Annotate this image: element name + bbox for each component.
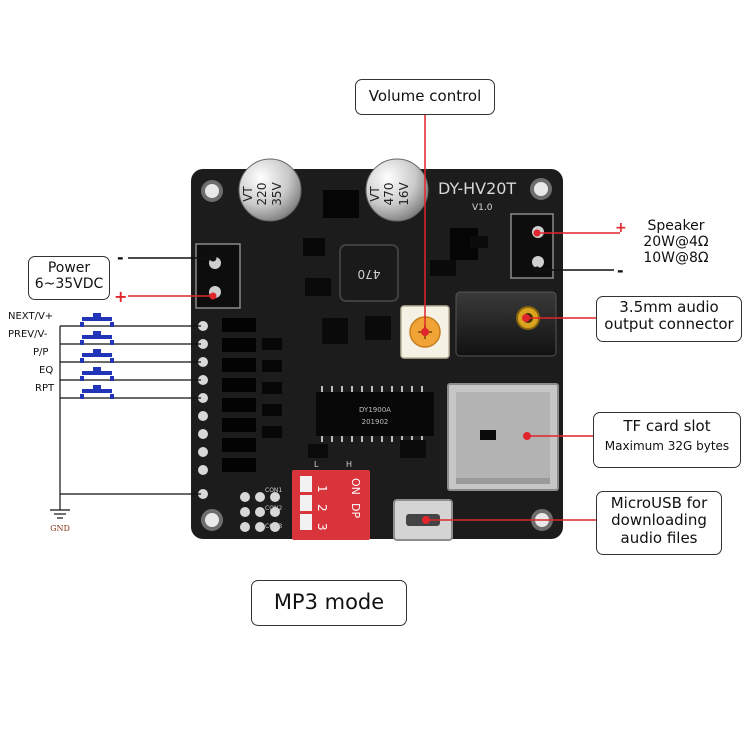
cap-left-voltage: 35V bbox=[270, 181, 284, 205]
dip-number-3: 3 bbox=[315, 523, 329, 531]
button-label-pp: P/P bbox=[33, 347, 49, 358]
con2-label: CON2 bbox=[265, 505, 282, 512]
cap-right-voltage: 16V bbox=[397, 181, 411, 205]
cap-right-value: 470 bbox=[382, 183, 396, 206]
speaker-rating-1: 20W@4Ω bbox=[643, 234, 709, 251]
main-chip bbox=[316, 386, 434, 442]
button-label-next: NEXT/V+ bbox=[8, 311, 54, 322]
cap-right-mark: VT bbox=[368, 186, 382, 202]
usb-line-3: audio files bbox=[620, 528, 698, 547]
power-callout: Power 6~35VDC bbox=[28, 256, 110, 300]
button-rpt-symbol bbox=[80, 385, 114, 399]
tf-capacity: Maximum 32G bytes bbox=[604, 439, 730, 454]
button-pp-symbol bbox=[80, 349, 114, 363]
speaker-plus-dot bbox=[533, 229, 541, 237]
dip-dp-label: DP bbox=[349, 503, 362, 518]
board-version: V1.0 bbox=[472, 203, 493, 213]
button-eq-symbol bbox=[80, 367, 114, 381]
usb-line-2: downloading bbox=[611, 511, 707, 530]
speaker-rating-2: 10W@8Ω bbox=[643, 250, 709, 267]
tf-title: TF card slot bbox=[623, 417, 711, 435]
power-plus-dot bbox=[209, 292, 217, 300]
button-label-rpt: RPT bbox=[35, 383, 55, 394]
tf-callout: TF card slot Maximum 32G bytes bbox=[593, 412, 741, 468]
usb-leader-dot bbox=[422, 516, 430, 524]
con3-label: CON3 bbox=[265, 523, 282, 530]
con1-label: CON1 bbox=[265, 487, 282, 494]
button-next-symbol bbox=[80, 313, 114, 327]
chip-label-b: 201902 bbox=[362, 418, 389, 426]
header-pins bbox=[198, 321, 208, 499]
capacitor-left bbox=[238, 158, 302, 222]
dip-number-1: 1 bbox=[315, 485, 329, 493]
volume-leader-dot bbox=[421, 328, 429, 336]
cap-left-value: 220 bbox=[255, 183, 269, 206]
inductor bbox=[339, 244, 399, 302]
mode-label: MP3 mode bbox=[273, 590, 385, 614]
audio-jack bbox=[455, 291, 557, 357]
speaker-title: Speaker bbox=[647, 218, 705, 234]
usb-line-1: MicroUSB for bbox=[610, 494, 708, 512]
power-terminal bbox=[195, 243, 241, 309]
button-prev-symbol bbox=[80, 331, 114, 345]
misc-components bbox=[308, 236, 496, 458]
cap-left-mark: VT bbox=[241, 186, 255, 202]
smd-1 bbox=[305, 278, 331, 296]
audio-line-1: 3.5mm audio bbox=[619, 298, 719, 316]
dip-h-label: H bbox=[346, 460, 352, 469]
speaker-minus-dot bbox=[533, 266, 541, 274]
volume-label: Volume control bbox=[368, 87, 482, 105]
tf-card-slot bbox=[447, 383, 559, 491]
leader-lines bbox=[128, 115, 620, 524]
regulator bbox=[303, 238, 325, 256]
chip-label-a: DY1900A bbox=[359, 406, 391, 414]
speaker-plus-sign: + bbox=[615, 220, 627, 236]
smd-3 bbox=[365, 316, 391, 340]
audio-line-2: output connector bbox=[604, 315, 734, 334]
mode-callout: MP3 mode bbox=[251, 580, 407, 626]
gnd-label: GND bbox=[50, 524, 70, 533]
con-pads bbox=[240, 492, 280, 532]
dip-on-label: ON bbox=[349, 478, 362, 495]
board-model: DY-HV20T bbox=[438, 179, 516, 198]
speaker-terminal bbox=[510, 213, 554, 279]
dip-l-label: L bbox=[314, 460, 319, 469]
speaker-callout: Speaker 20W@4Ω 10W@8Ω bbox=[631, 216, 721, 280]
dip-number-2: 2 bbox=[315, 504, 329, 512]
button-label-eq: EQ bbox=[39, 365, 54, 376]
speaker-minus-sign: - bbox=[617, 261, 624, 280]
smd-4 bbox=[430, 260, 456, 276]
power-range: 6~35VDC bbox=[34, 276, 104, 293]
push-buttons bbox=[80, 313, 114, 399]
audio-callout: 3.5mm audio output connector bbox=[596, 296, 742, 342]
ic-top bbox=[323, 190, 359, 218]
button-wiring bbox=[50, 325, 201, 519]
power-minus-dot bbox=[209, 254, 217, 262]
inductor-value: 470 bbox=[358, 267, 381, 281]
button-label-prev: PREV/V- bbox=[8, 329, 48, 340]
power-title: Power bbox=[47, 260, 91, 276]
usb-callout: MicroUSB for downloading audio files bbox=[596, 491, 722, 555]
tf-leader-dot bbox=[523, 432, 531, 440]
audio-leader-dot bbox=[522, 314, 530, 322]
smd-resistor-column bbox=[222, 318, 256, 472]
power-minus-sign: - bbox=[117, 248, 124, 267]
volume-callout: Volume control bbox=[355, 79, 495, 115]
capacitor-right bbox=[365, 158, 429, 222]
power-plus-sign: + bbox=[114, 287, 127, 306]
smd-2 bbox=[322, 318, 348, 344]
smd-resistor-column-2 bbox=[262, 338, 282, 438]
dip-switch bbox=[292, 470, 370, 540]
